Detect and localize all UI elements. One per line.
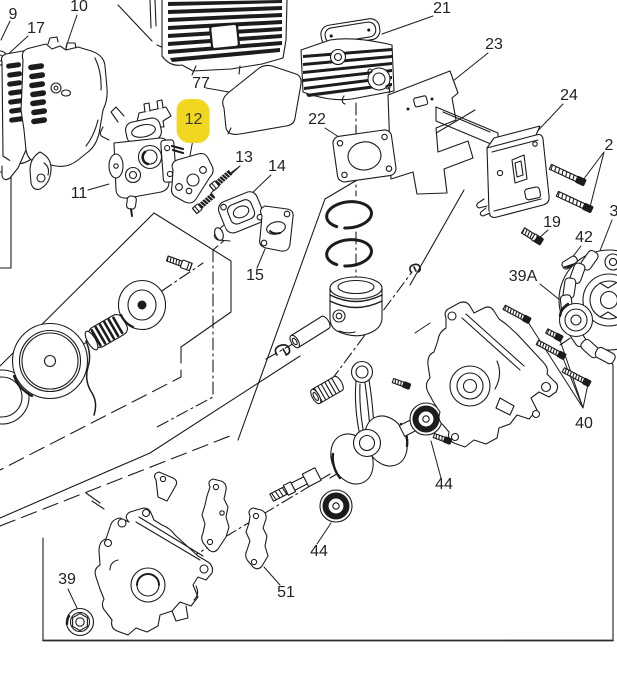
callout-44-upper[interactable]: 44 (435, 476, 453, 493)
callout-39[interactable]: 39 (58, 571, 76, 588)
part-carburetor (99, 99, 186, 217)
callout-22[interactable]: 22 (308, 111, 326, 128)
callout-44-lower[interactable]: 44 (310, 543, 328, 560)
callout-23[interactable]: 23 (485, 36, 503, 53)
part-intake-manifold (213, 191, 265, 242)
callout-19[interactable]: 19 (543, 214, 561, 231)
part-crankcase-right (391, 301, 559, 448)
part-crankshaft (269, 410, 437, 502)
part-crankcase-bottom (85, 471, 214, 636)
callout-40[interactable]: 40 (575, 415, 593, 432)
part-screw-19 (520, 227, 544, 246)
part-piston (329, 276, 383, 337)
callout-42[interactable]: 42 (575, 229, 593, 246)
part-manifold-gasket (259, 205, 294, 252)
part-pin-clips (274, 263, 431, 356)
callout-2[interactable]: 2 (604, 137, 614, 154)
part-blower-housing (1, 36, 108, 190)
part-piston-rings (325, 200, 373, 268)
callout-39A[interactable]: 39A (508, 268, 538, 285)
part-cylinder-base-gasket (332, 129, 397, 183)
part-air-box-gasket (222, 64, 302, 135)
part-crankcase-gaskets (201, 478, 269, 570)
part-crankcase-screws (502, 304, 592, 387)
part-manifold-screws (191, 170, 233, 215)
callout-77[interactable]: 77 (192, 75, 210, 92)
part-muffler-screws (548, 163, 594, 213)
callout-13[interactable]: 13 (235, 149, 253, 166)
part-flywheel (558, 249, 617, 365)
part-crank-seal-right (409, 402, 443, 436)
callout-11[interactable]: 11 (70, 185, 88, 202)
callout-17[interactable]: 17 (27, 20, 45, 37)
part-flywheel-nut (65, 607, 95, 637)
part-wrist-pin (289, 315, 331, 349)
callout-9[interactable]: 9 (8, 6, 18, 23)
callout-24[interactable]: 24 (560, 87, 578, 104)
callout-51[interactable]: 51 (277, 584, 295, 601)
part-muffler (476, 125, 550, 218)
callout-3[interactable]: 3 (609, 203, 617, 220)
part-muffler-shield (387, 70, 499, 195)
part-crank-seal-left (319, 489, 353, 523)
part-cylinder (300, 18, 395, 105)
panel-boundary-lines (0, 4, 614, 642)
callout-15[interactable]: 15 (246, 267, 264, 284)
callout-21[interactable]: 21 (433, 0, 451, 17)
callout-14[interactable]: 14 (268, 158, 286, 175)
part-clutch-assembly (0, 255, 193, 425)
part-carburetor-gasket (170, 152, 214, 204)
part-needle-bearing (310, 375, 344, 405)
callout-10[interactable]: 10 (70, 0, 88, 15)
callout-12[interactable]: 12 (176, 99, 210, 143)
part-engine-cylinder-top (149, 0, 288, 76)
